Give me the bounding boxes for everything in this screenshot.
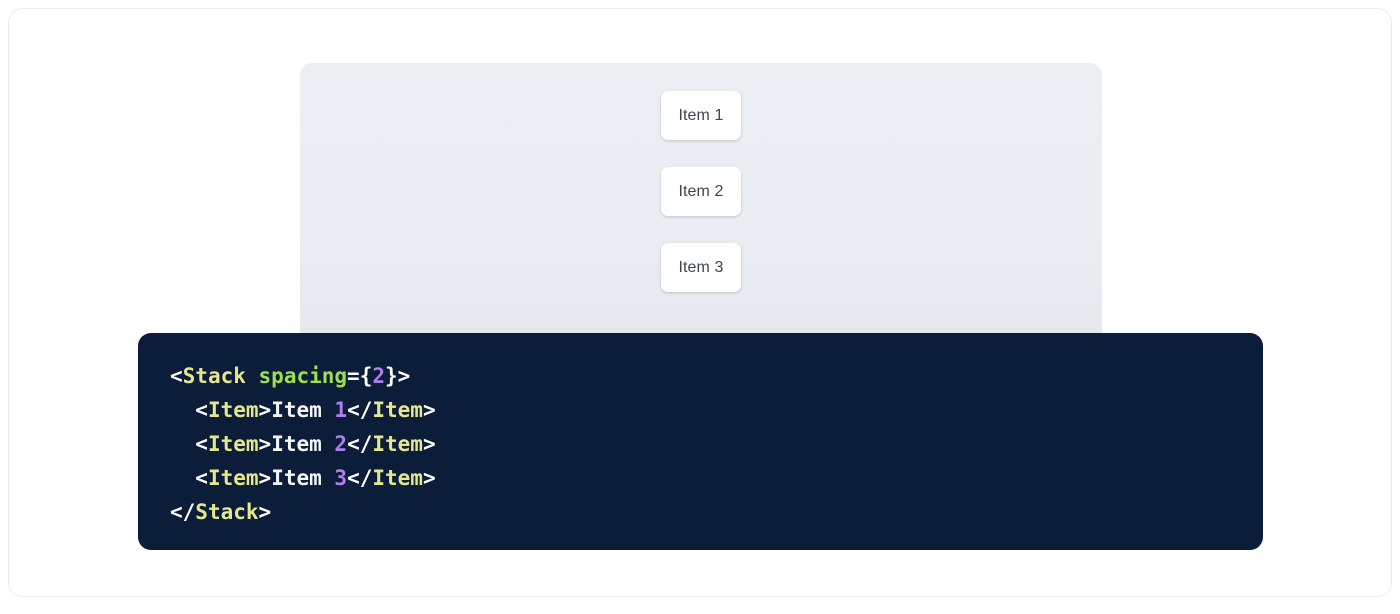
code-token-punc: </	[347, 398, 373, 422]
code-token-tag: Item	[372, 398, 423, 422]
code-token-punc: </	[347, 466, 373, 490]
code-token-punc: >	[422, 466, 436, 490]
code-token-tag: Item	[372, 466, 423, 490]
code-token-punc: >	[258, 432, 272, 456]
code-token-punc: >	[258, 466, 272, 490]
code-token-attr: spacing	[258, 364, 348, 388]
list-item[interactable]: Item 3	[661, 243, 741, 292]
code-token-num: 3	[334, 466, 348, 490]
code-token-tag: Item	[207, 432, 259, 456]
stack-item-label: Item 3	[678, 258, 724, 276]
code-token-tag: Stack	[195, 500, 259, 524]
code-token-num: 2	[372, 364, 385, 388]
code-token-punc: <	[195, 398, 208, 422]
code-token-num: 1	[334, 398, 348, 422]
component-preview-panel: Item 1 Item 2 Item 3	[300, 63, 1102, 341]
code-token-punc: ={	[347, 364, 373, 388]
code-token-punc: </	[347, 432, 373, 456]
code-snippet-text: <Stack spacing={2}> <Item>Item 1</Item> …	[170, 359, 1231, 529]
code-token-punc	[246, 364, 259, 388]
code-token-punc: >	[258, 398, 272, 422]
code-token-tag: Item	[207, 466, 259, 490]
code-token-tag: Item	[207, 398, 259, 422]
code-token-punc: >	[258, 500, 272, 524]
code-snippet-panel[interactable]: <Stack spacing={2}> <Item>Item 1</Item> …	[138, 333, 1263, 550]
list-item[interactable]: Item 1	[661, 91, 741, 140]
code-token-punc: <	[195, 432, 208, 456]
code-token-tag: Item	[372, 432, 423, 456]
code-token-punc: >	[422, 432, 436, 456]
code-token-punc: >	[422, 398, 436, 422]
list-item[interactable]: Item 2	[661, 167, 741, 216]
code-token-tag: Stack	[182, 364, 246, 388]
code-token-text: Item	[271, 466, 335, 490]
app-card: Item 1 Item 2 Item 3 <Stack spacing={2}>…	[8, 8, 1392, 597]
code-token-text: Item	[271, 398, 335, 422]
code-token-punc: <	[170, 364, 183, 388]
stack-item-label: Item 2	[678, 182, 724, 200]
code-token-text: Item	[271, 432, 335, 456]
stack-container: Item 1 Item 2 Item 3	[300, 91, 1102, 292]
code-token-num: 2	[334, 432, 348, 456]
code-token-punc: </	[170, 500, 196, 524]
stack-item-label: Item 1	[678, 106, 724, 124]
code-token-punc: }>	[385, 364, 411, 388]
code-token-punc: <	[195, 466, 208, 490]
